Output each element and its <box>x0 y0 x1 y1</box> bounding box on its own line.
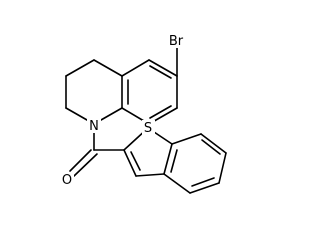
bond-c4-c3a <box>163 173 191 194</box>
bond-c7-c6 <box>200 133 227 154</box>
bond-c3-c2 <box>123 149 137 177</box>
bond-c3-c2-double <box>130 151 141 171</box>
br-label-bg <box>164 32 188 48</box>
bromine-atom-label: Br <box>169 34 184 49</box>
s-label-bg <box>142 120 155 135</box>
atom-labels: Br N S O <box>60 32 188 188</box>
bond-c5-c4-double <box>191 177 215 187</box>
oxygen-atom-label: O <box>62 173 72 188</box>
bond-c7a-c3a <box>163 143 173 175</box>
molecule-structure: Br N S O <box>60 32 227 194</box>
bond-c7a-c3a-double <box>170 149 178 173</box>
bond-c4a-c5 <box>121 59 150 77</box>
bond-ccarbonyl-o-double <box>73 153 98 177</box>
bond-c7-c8-double <box>149 105 172 119</box>
nitrogen-atom-label: N <box>89 119 99 134</box>
bond-c3a-c3 <box>135 173 165 177</box>
benzothiophene-ring <box>123 127 227 194</box>
n-label-bg <box>87 118 101 133</box>
o-label-bg <box>60 172 74 187</box>
bond-c5-c4 <box>189 182 220 194</box>
bond-c5-c6 <box>148 59 178 77</box>
sulfur-atom-label: S <box>144 121 152 136</box>
bond-c7a-c7 <box>171 133 202 145</box>
bond-c4-c3 <box>65 59 95 77</box>
bond-ccarbonyl-o <box>69 149 92 172</box>
bond-c7-c6-double <box>201 139 221 155</box>
bond-c4a-c4 <box>93 59 123 77</box>
tetrahydroquinoline-ring <box>65 47 178 125</box>
bond-c5-c6-double <box>149 65 172 79</box>
bond-c6-c5 <box>218 152 227 184</box>
